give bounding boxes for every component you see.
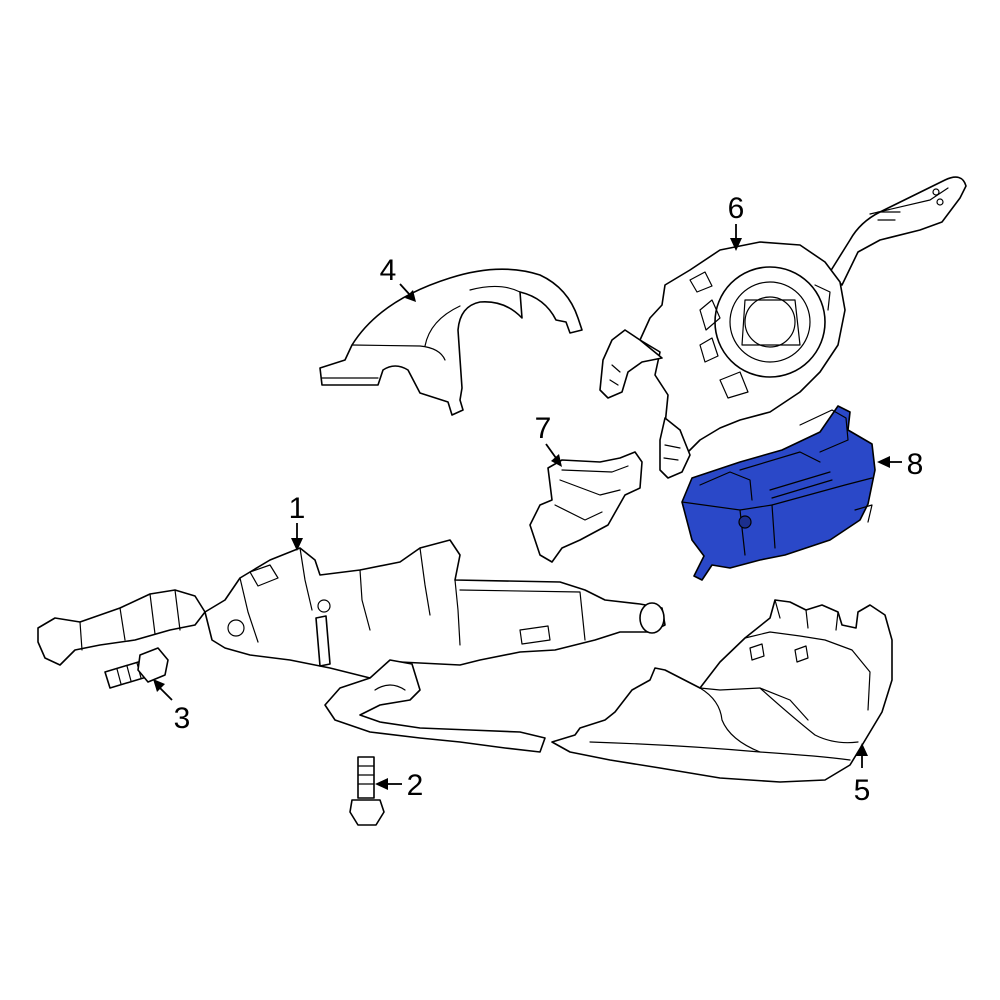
column-bolt	[349, 756, 385, 826]
shaft-bolt	[104, 647, 169, 689]
callout-1: 1	[289, 492, 306, 525]
switch-bracket	[529, 451, 643, 563]
callout-8: 8	[907, 448, 924, 481]
callout-leaders	[153, 224, 902, 790]
control-module	[681, 405, 876, 581]
combination-switch-clockspring	[599, 176, 967, 479]
upper-column-cover	[319, 268, 583, 416]
callout-3: 3	[174, 702, 191, 735]
callout-5: 5	[854, 774, 871, 807]
steering-column	[37, 539, 666, 753]
callout-6: 6	[728, 192, 745, 225]
callout-2: 2	[407, 769, 424, 802]
callout-7: 7	[535, 412, 552, 445]
callout-4: 4	[380, 254, 397, 287]
lower-column-cover	[551, 599, 893, 783]
callout-numbers: 1 2 3 4 5 6 7 8	[174, 192, 924, 807]
